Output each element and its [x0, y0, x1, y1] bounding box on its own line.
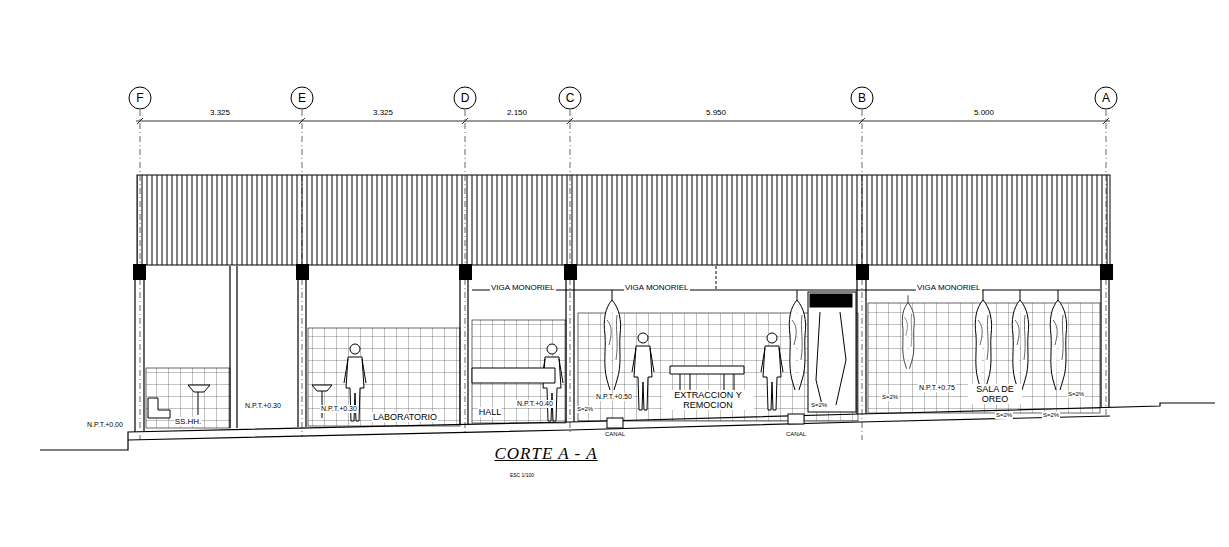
room-name: LABORATORIO [372, 412, 438, 422]
grid-axis-bubble: E [290, 86, 314, 110]
dimension-line [136, 118, 1110, 124]
people [344, 333, 783, 421]
canal-symbols [607, 414, 804, 428]
drawing-title: CORTE A - A [494, 444, 597, 464]
grid-axis-bubble: B [850, 86, 874, 110]
axis-letter: A [1094, 86, 1118, 110]
columns [133, 264, 1113, 280]
axis-letter: E [290, 86, 314, 110]
slope-mark: S=2% [576, 406, 594, 413]
beam-note: VIGA MONORIEL [490, 283, 556, 292]
level-mark: N.P.T.+0.50 [595, 393, 633, 401]
slope-mark: S=2% [1067, 391, 1085, 398]
grid-axis-bubble: F [128, 86, 152, 110]
level-mark: N.P.T.+0.75 [918, 384, 956, 392]
room-name: EXTRACCION Y REMOCION [662, 390, 754, 410]
dimension: 3.325 [372, 108, 394, 117]
axis-lines [140, 110, 1106, 440]
grid-axis-bubble: A [1094, 86, 1118, 110]
slope-mark: S=2% [995, 412, 1013, 419]
dimension: 2.150 [506, 108, 528, 117]
beam-note: VIGA MONORIEL [624, 283, 690, 292]
fixtures [148, 292, 856, 418]
scale-note: ESC 1/100 [509, 472, 535, 478]
monorail-beam [472, 266, 1100, 290]
floor-line [40, 403, 1215, 450]
canal-note: CANAL [604, 431, 626, 438]
axis-letter: D [453, 86, 477, 110]
slope-mark: S=2% [810, 402, 828, 409]
room-name: SALA DE OREO [968, 384, 1022, 404]
grid-axis-bubble: C [558, 86, 582, 110]
dimension: 5.000 [973, 108, 995, 117]
roof-sheet [137, 175, 1110, 265]
axis-letter: C [558, 86, 582, 110]
room-name: SS.HH. [174, 417, 203, 426]
slope-mark: S=2% [881, 394, 899, 401]
dimension: 3.325 [209, 108, 231, 117]
level-mark: N.P.T.+0.00 [86, 421, 124, 429]
axis-letter: B [850, 86, 874, 110]
level-mark: N.P.T.+0.40 [516, 400, 554, 408]
canal-note: CANAL [785, 431, 807, 438]
walls [135, 266, 1109, 432]
tile-walls [146, 303, 1100, 428]
level-mark: N.P.T.+0.30 [244, 402, 282, 410]
grid-axis-bubble: D [453, 86, 477, 110]
axis-letter: F [128, 86, 152, 110]
beam-note: VIGA MONORIEL [916, 283, 982, 292]
level-mark: N.P.T.+0.30 [320, 405, 358, 413]
dimension: 5.950 [705, 108, 727, 117]
room-name: HALL [478, 407, 503, 417]
slope-mark: S=2% [1042, 412, 1060, 419]
